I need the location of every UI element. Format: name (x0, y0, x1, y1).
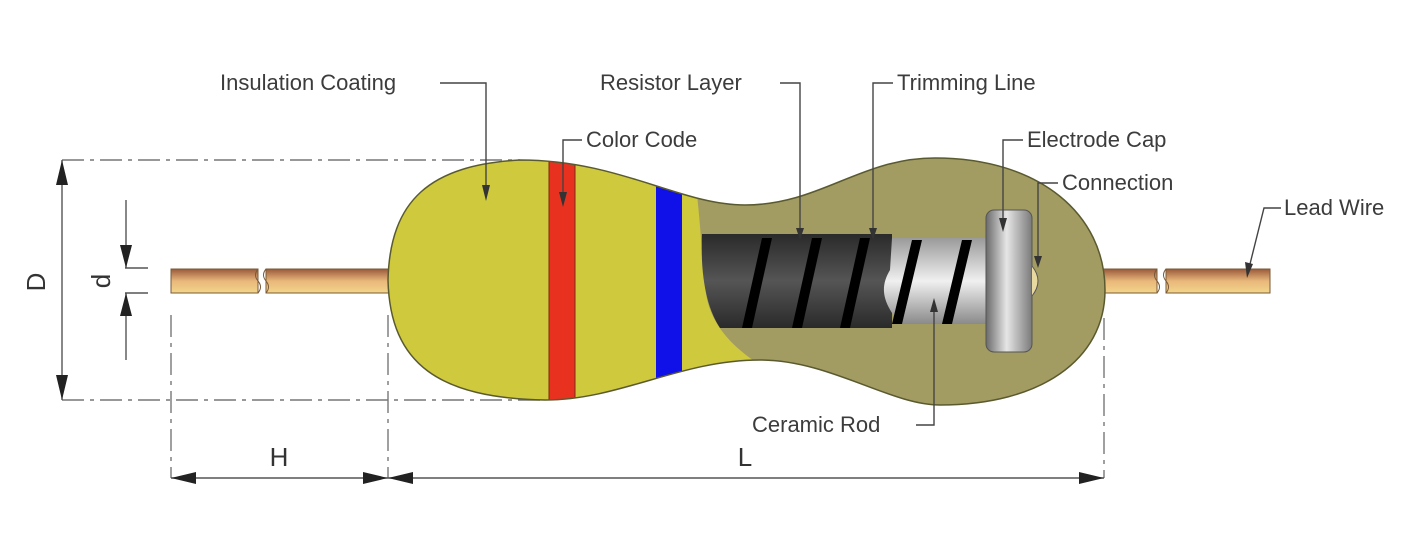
arrow-color-code (559, 192, 567, 207)
dimension-D: D (21, 160, 68, 400)
lead-wire-left (170, 268, 391, 294)
dimension-label-L: L (738, 442, 752, 472)
label-ceramic-rod: Ceramic Rod (752, 412, 880, 437)
leader-electrode-cap (1002, 139, 1023, 225)
arrow-trimming-line (869, 228, 877, 240)
label-lead-wire: Lead Wire (1284, 195, 1384, 220)
label-electrode-cap: Electrode Cap (1027, 127, 1166, 152)
leader-insulation-coating (440, 82, 487, 195)
resistor-body (387, 157, 1106, 406)
arrow-ceramic-rod (930, 298, 938, 312)
callouts: Insulation Coating Color Code Resistor L… (220, 70, 1384, 437)
leader-lead-wire (1248, 207, 1281, 269)
extension-lines (62, 159, 1105, 478)
leader-ceramic-rod (916, 305, 935, 426)
arrow-insulation-coating (482, 185, 490, 201)
label-trimming-line: Trimming Line (897, 70, 1036, 95)
leader-trimming-line (872, 82, 893, 235)
leader-resistor-layer (780, 82, 801, 235)
dimension-L: L (388, 442, 1104, 484)
label-resistor-layer: Resistor Layer (600, 70, 742, 95)
arrow-electrode-cap (999, 218, 1007, 232)
label-color-code: Color Code (586, 127, 697, 152)
arrow-resistor-layer (796, 228, 804, 240)
arrow-lead-wire (1245, 262, 1253, 278)
dimension-label-H: H (270, 442, 289, 472)
dimension-label-d: d (86, 274, 116, 288)
connection-solder (1031, 265, 1039, 297)
electrode-cap (985, 209, 1033, 353)
trimming-grooves (742, 238, 972, 328)
dimension-d: d (86, 200, 132, 360)
color-band-blue (656, 158, 682, 405)
label-insulation-coating: Insulation Coating (220, 70, 396, 95)
leader-connection (1037, 182, 1058, 262)
label-connection: Connection (1062, 170, 1173, 195)
arrow-connection (1034, 256, 1042, 268)
leader-color-code (562, 139, 582, 200)
color-band-red (548, 158, 576, 405)
dimension-label-D: D (21, 273, 51, 292)
dimension-H: H (171, 442, 388, 484)
